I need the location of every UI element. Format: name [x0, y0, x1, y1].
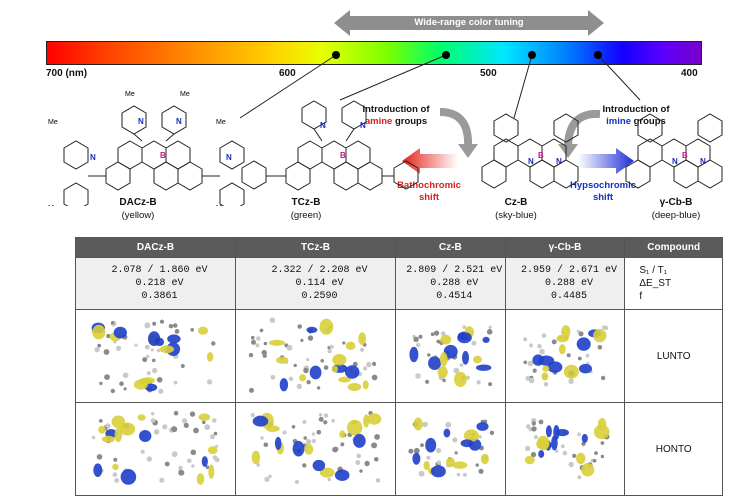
tcz-b-structure — [241, 100, 419, 191]
orbital-isosurface-image — [92, 410, 221, 485]
color-tuning-label: Wide-range color tuning — [414, 17, 524, 28]
atom-n-3: N — [320, 121, 326, 130]
me-6: Me — [216, 205, 226, 206]
me-4: Me — [216, 119, 226, 126]
honto-gcb — [504, 402, 626, 496]
honto-tcz — [234, 402, 396, 496]
spectrum-pointer-lines — [239, 51, 641, 158]
orbital-isosurface-image — [408, 417, 495, 478]
hypsochromic-arrow — [578, 148, 634, 174]
color-tuning-arrow — [334, 10, 604, 36]
orbital-isosurface-image — [251, 411, 382, 484]
atom-n-5: N — [528, 157, 534, 166]
tick-700: 700 (nm) — [46, 68, 88, 79]
lunto-dacz — [75, 309, 236, 403]
mol-color-cz: (sky-blue) — [495, 210, 537, 221]
mol-color-dacz: (yellow) — [121, 210, 155, 221]
honto-dacz — [75, 402, 236, 496]
atom-b-cz: B — [538, 151, 544, 160]
marker-cz — [528, 51, 536, 59]
atom-n-1: N — [138, 117, 144, 126]
header-gcb: γ-Cb-B — [504, 237, 626, 258]
mol-color-tcz: (green) — [290, 210, 322, 221]
orbital-isosurface-image — [249, 317, 378, 393]
table-row: HONTO — [75, 402, 723, 496]
table-row: LUNTO — [75, 309, 723, 403]
header-compound: Compound — [624, 237, 723, 258]
header-dacz: DACz-B — [75, 237, 236, 258]
dacz-b-structure — [63, 105, 245, 206]
me-3: Me — [48, 119, 58, 126]
tick-500: 500 — [480, 68, 497, 79]
lunto-cz — [394, 309, 506, 403]
atom-n-8: N — [700, 157, 706, 166]
atom-n-4: N — [360, 121, 366, 130]
atom-n-9: N — [90, 153, 96, 162]
mol-color-gcb: (deep-blue) — [651, 210, 701, 221]
atom-b-gcb: B — [682, 151, 688, 160]
header-cz: Cz-B — [394, 237, 506, 258]
orbital-isosurface-image — [91, 319, 216, 394]
atom-n-2: N — [176, 117, 182, 126]
tick-400: 400 — [681, 68, 698, 79]
bathochromic-arrow — [402, 148, 458, 174]
imine-intro-label: Introduction of imine groups — [602, 104, 670, 127]
atom-n-6: N — [556, 157, 562, 166]
atom-n-10: N — [226, 153, 232, 162]
row-label-honto: HONTO — [624, 402, 723, 496]
mol-name-cz: Cz-B — [504, 197, 528, 208]
orbital-isosurface-image — [409, 325, 493, 387]
mol-name-gcb: γ-Cb-B — [659, 197, 693, 208]
visible-spectrum-bar — [46, 41, 702, 65]
mol-name-tcz: TCz-B — [291, 197, 321, 208]
molecular-structures: B B B B N N N N N N N N N N Me Me Me Me … — [48, 91, 723, 206]
row-label-lunto: LUNTO — [624, 309, 723, 403]
tick-600: 600 — [279, 68, 296, 79]
lunto-tcz — [234, 309, 396, 403]
atom-b-tcz: B — [340, 151, 346, 160]
me-2: Me — [180, 91, 190, 98]
atom-b-dacz: B — [160, 151, 166, 160]
orbital-isosurface-image — [523, 325, 609, 387]
gamma-cb-b-structure — [625, 113, 723, 189]
marker-gcb — [594, 51, 602, 59]
amine-intro-label: Introduction of amine groups — [362, 104, 430, 127]
photophysics-table: DACz-B TCz-B Cz-B γ-Cb-B Compound 2.078 … — [75, 237, 723, 496]
honto-cz — [394, 402, 506, 496]
header-tcz: TCz-B — [234, 237, 396, 258]
orbital-isosurface-image — [524, 417, 610, 480]
marker-tcz — [442, 51, 450, 59]
cz-b-structure — [481, 113, 579, 189]
me-1: Me — [125, 91, 135, 98]
mol-name-dacz: DACz-B — [119, 197, 157, 208]
me-5: Me — [48, 205, 58, 206]
marker-dacz — [332, 51, 340, 59]
atom-n-7: N — [672, 157, 678, 166]
lunto-gcb — [504, 309, 626, 403]
